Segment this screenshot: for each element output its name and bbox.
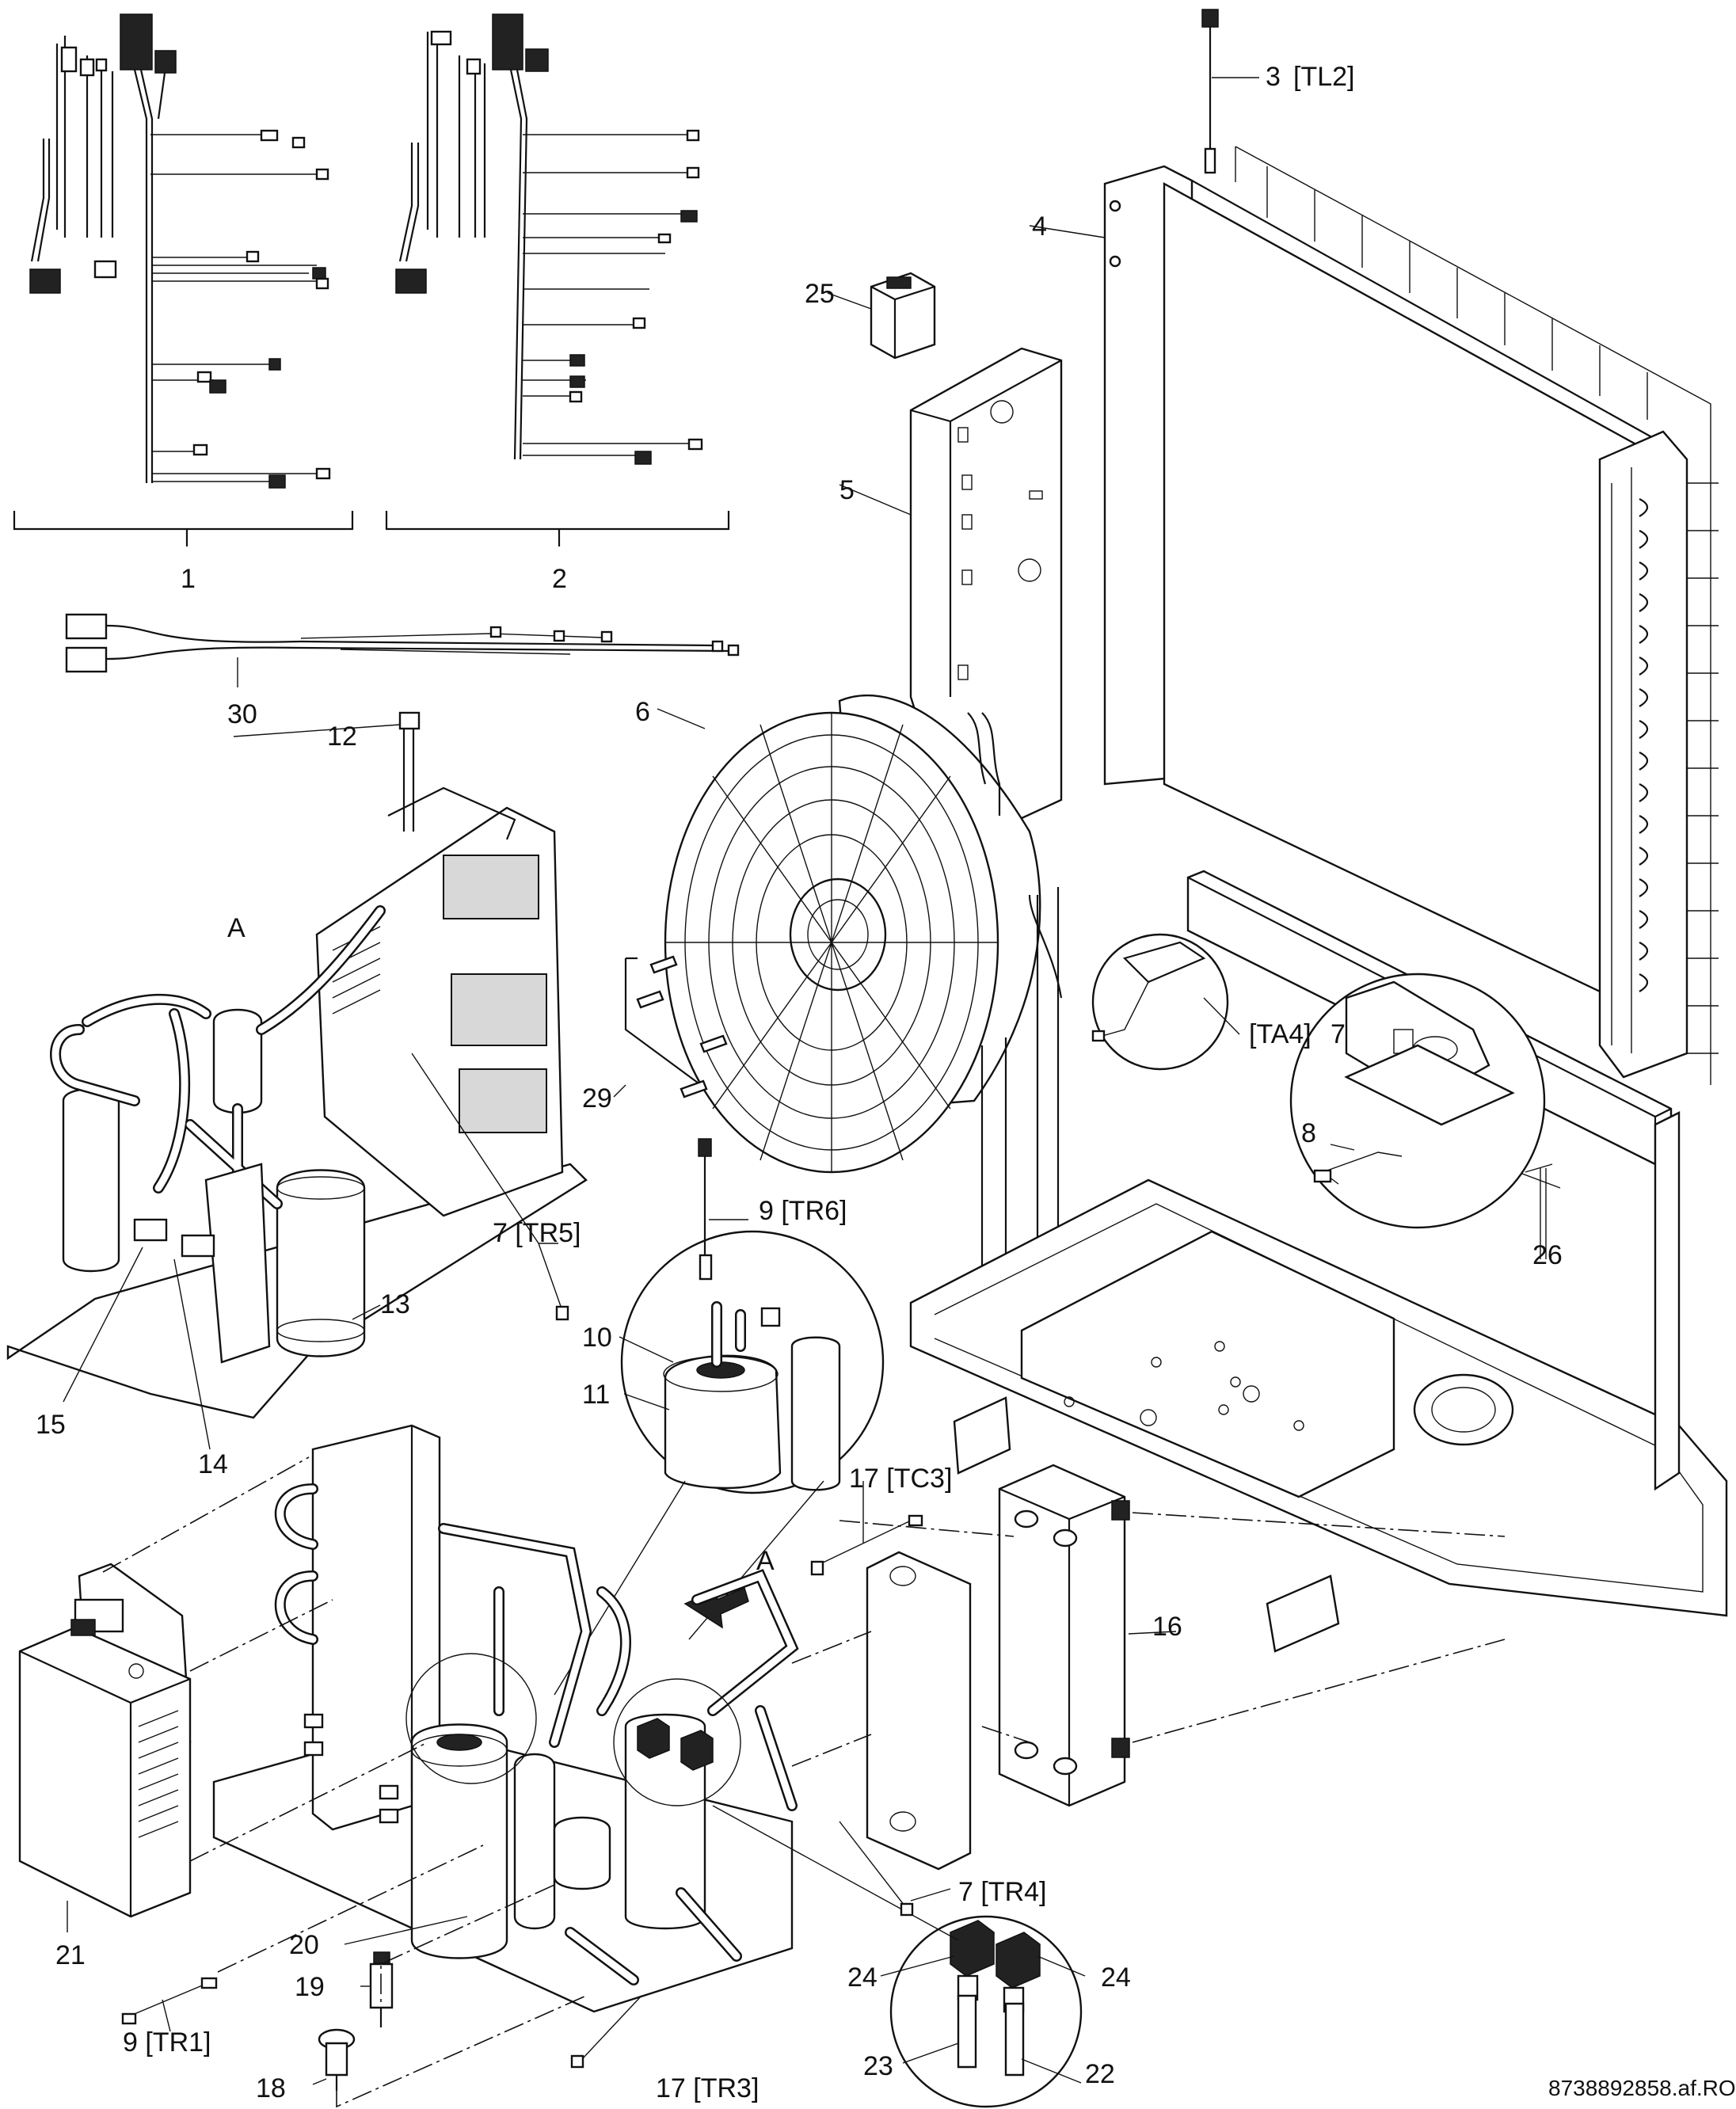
sensor-tr4 <box>839 1821 951 1917</box>
callout-4: 4 <box>1032 211 1047 242</box>
callout-24-right: 24 <box>1101 1962 1131 1993</box>
fan-6 <box>657 694 1063 1267</box>
callout-2: 2 <box>552 564 567 594</box>
detail-compressor-top <box>554 1138 885 1696</box>
callout-9-tr6: 9 [TR6] <box>759 1196 847 1226</box>
callout-3-tag: [TL2] <box>1293 62 1354 92</box>
electric-box-21 <box>18 1563 192 1932</box>
switch-19 <box>360 1951 394 2027</box>
callout-1: 1 <box>181 564 196 594</box>
callout-A-upper: A <box>227 913 246 943</box>
refrigeration-unit-a <box>6 711 588 1450</box>
callout-17-tr3: 17 [TR3] <box>656 2073 759 2103</box>
sensor-tc3 <box>810 1481 923 1576</box>
callout-16: 16 <box>1152 1612 1182 1642</box>
callout-23: 23 <box>863 2051 893 2081</box>
callout-8: 8 <box>1301 1118 1316 1148</box>
callout-19: 19 <box>295 1972 325 2002</box>
callout-11: 11 <box>582 1380 610 1410</box>
detail-ta4 <box>1091 933 1553 1229</box>
callout-30: 30 <box>227 699 257 729</box>
callout-17-tc3: 17 [TC3] <box>849 1464 952 1494</box>
callout-26: 26 <box>1532 1240 1563 1270</box>
detail-pressure-switches <box>712 1805 1086 2108</box>
wiring-harness-2 <box>385 13 730 546</box>
callout-25: 25 <box>805 279 835 309</box>
callout-18: 18 <box>256 2073 286 2103</box>
callout-29: 29 <box>582 1083 612 1114</box>
wiring-harness-1 <box>13 13 354 546</box>
callout-6: 6 <box>635 697 650 727</box>
callout-ta4-tag: [TA4] <box>1249 1019 1312 1049</box>
sensor-tl2 <box>1201 9 1259 174</box>
callout-5: 5 <box>839 475 855 505</box>
callout-20: 20 <box>289 1930 319 1960</box>
assembly-lines <box>102 1456 1506 2108</box>
callout-7-tr5: 7 [TR5] <box>493 1218 581 1248</box>
plate-hx-16 <box>866 1464 1177 1871</box>
callout-10: 10 <box>582 1323 612 1353</box>
callout-3: 3 <box>1266 62 1281 92</box>
cable-30 <box>65 613 740 687</box>
drawing-code: 8738892858.af.RO <box>1548 2076 1736 2100</box>
callout-14: 14 <box>198 1449 228 1479</box>
callout-9-tr1: 9 [TR1] <box>123 2027 211 2058</box>
callout-7-ta4: 7 <box>1331 1019 1346 1049</box>
callout-22: 22 <box>1085 2059 1115 2089</box>
callout-labels: 1 2 3 [TL2] 4 25 5 30 12 6 A [TA4] 7 29 … <box>36 62 1736 2103</box>
callout-21: 21 <box>55 1940 86 1970</box>
coil-4 <box>1029 146 1719 1085</box>
switch-18 <box>312 2028 356 2091</box>
refrigeration-unit-lower <box>212 1424 799 2069</box>
screws-29 <box>613 955 728 1098</box>
callout-A-lower: A <box>756 1546 775 1576</box>
panel-5 <box>839 347 1063 849</box>
callout-12: 12 <box>327 721 357 752</box>
callout-15: 15 <box>36 1410 66 1440</box>
callout-24-left: 24 <box>847 1962 878 1993</box>
callout-7-tr4: 7 [TR4] <box>958 1877 1046 1907</box>
relay-25 <box>827 272 936 360</box>
callout-13: 13 <box>380 1289 410 1319</box>
sensor-tr1 <box>121 1977 218 2032</box>
